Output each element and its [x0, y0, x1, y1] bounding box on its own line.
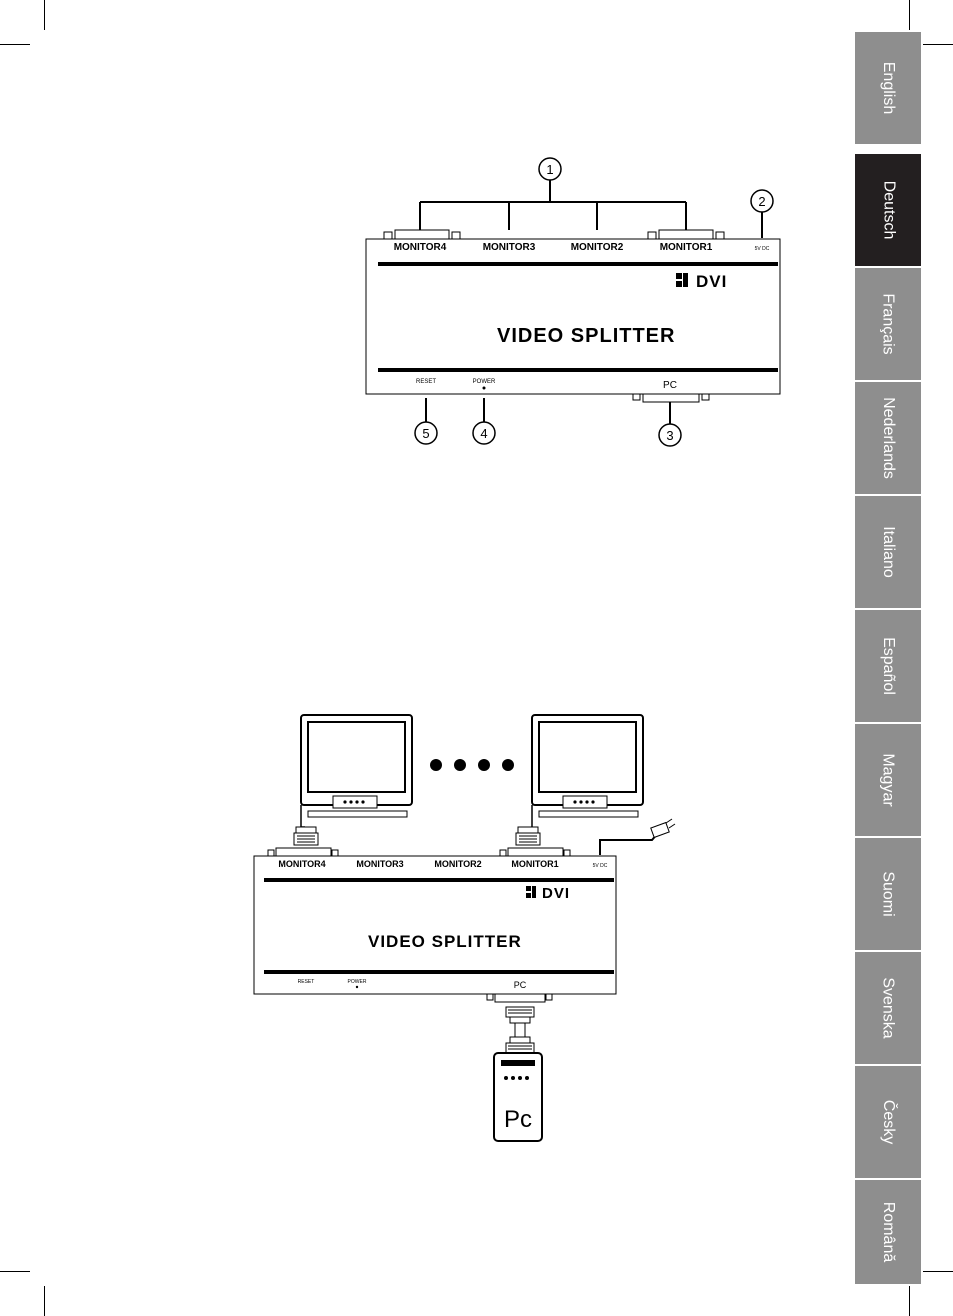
monitor-left-icon [294, 715, 412, 845]
tab-romana[interactable]: Română [855, 1180, 921, 1284]
crop-mark [923, 1271, 953, 1272]
monitor-right-icon [516, 715, 643, 845]
tab-english[interactable]: English [855, 32, 921, 144]
tab-cesky[interactable]: Česky [855, 1066, 921, 1178]
port-label-monitor1: MONITOR1 [660, 242, 713, 253]
pc-label: PC [663, 380, 677, 391]
reset-label: RESET [298, 979, 315, 985]
crop-mark [44, 1286, 45, 1316]
crop-mark [0, 44, 30, 45]
callout-3-number: 3 [666, 428, 673, 443]
crop-mark [0, 1271, 30, 1272]
callout-4-number: 4 [480, 426, 487, 441]
tab-deutsch[interactable]: Deutsch [855, 154, 921, 266]
tab-label: Deutsch [879, 181, 897, 240]
pc-box-label: Pc [504, 1106, 532, 1133]
device-title: VIDEO SPLITTER [497, 325, 675, 347]
crop-mark [44, 0, 45, 30]
tab-magyar[interactable]: Magyar [855, 724, 921, 836]
dc-input-label: 5V DC [755, 246, 770, 252]
port-label-monitor4: MONITOR4 [278, 859, 325, 869]
tab-label: Svenska [879, 977, 897, 1038]
tab-espanol[interactable]: Español [855, 610, 921, 722]
language-tabs: English Deutsch Français Nederlands Ital… [855, 32, 921, 1284]
port-label-monitor2: MONITOR2 [434, 859, 481, 869]
callout-2-number: 2 [758, 194, 765, 209]
callout-5-number: 5 [422, 426, 429, 441]
power-label: POWER [473, 379, 496, 385]
tab-label: Česky [879, 1100, 897, 1144]
pc-label: PC [514, 980, 527, 990]
splitter-front-diagram: 1 2 MONITOR4 MONITOR3 MONITOR2 MONITOR1 … [360, 150, 800, 460]
tab-label: Suomi [879, 871, 897, 916]
device-title: VIDEO SPLITTER [368, 932, 522, 951]
crop-mark [923, 44, 953, 45]
tab-nederlands[interactable]: Nederlands [855, 382, 921, 494]
tab-label: Italiano [879, 526, 897, 578]
port-label-monitor1: MONITOR1 [511, 859, 558, 869]
tab-svenska[interactable]: Svenska [855, 952, 921, 1064]
connection-diagram: MONITOR4 MONITOR3 MONITOR2 MONITOR1 5V D… [250, 705, 700, 1150]
more-monitors-ellipsis-icon [430, 759, 514, 771]
dc-input-label: 5V DC [593, 863, 608, 869]
tab-francais[interactable]: Français [855, 268, 921, 380]
crop-mark [909, 1286, 910, 1316]
port-label-monitor3: MONITOR3 [356, 859, 403, 869]
port-label-monitor4: MONITOR4 [394, 242, 447, 253]
tab-suomi[interactable]: Suomi [855, 838, 921, 950]
crop-mark [909, 0, 910, 30]
power-label: POWER [348, 979, 367, 985]
tab-label: Español [879, 637, 897, 695]
tab-label: Nederlands [879, 397, 897, 479]
tab-italiano[interactable]: Italiano [855, 496, 921, 608]
tab-label: Magyar [879, 753, 897, 806]
tab-label: Français [879, 293, 897, 354]
port-label-monitor2: MONITOR2 [571, 242, 624, 253]
tab-label: English [879, 62, 897, 114]
reset-label: RESET [416, 379, 436, 385]
callout-1-number: 1 [546, 162, 553, 177]
tab-label: Română [879, 1202, 897, 1262]
brand-label: DVI [542, 885, 570, 902]
brand-label: DVI [696, 272, 727, 291]
power-adapter-icon [600, 819, 675, 855]
port-label-monitor3: MONITOR3 [483, 242, 536, 253]
